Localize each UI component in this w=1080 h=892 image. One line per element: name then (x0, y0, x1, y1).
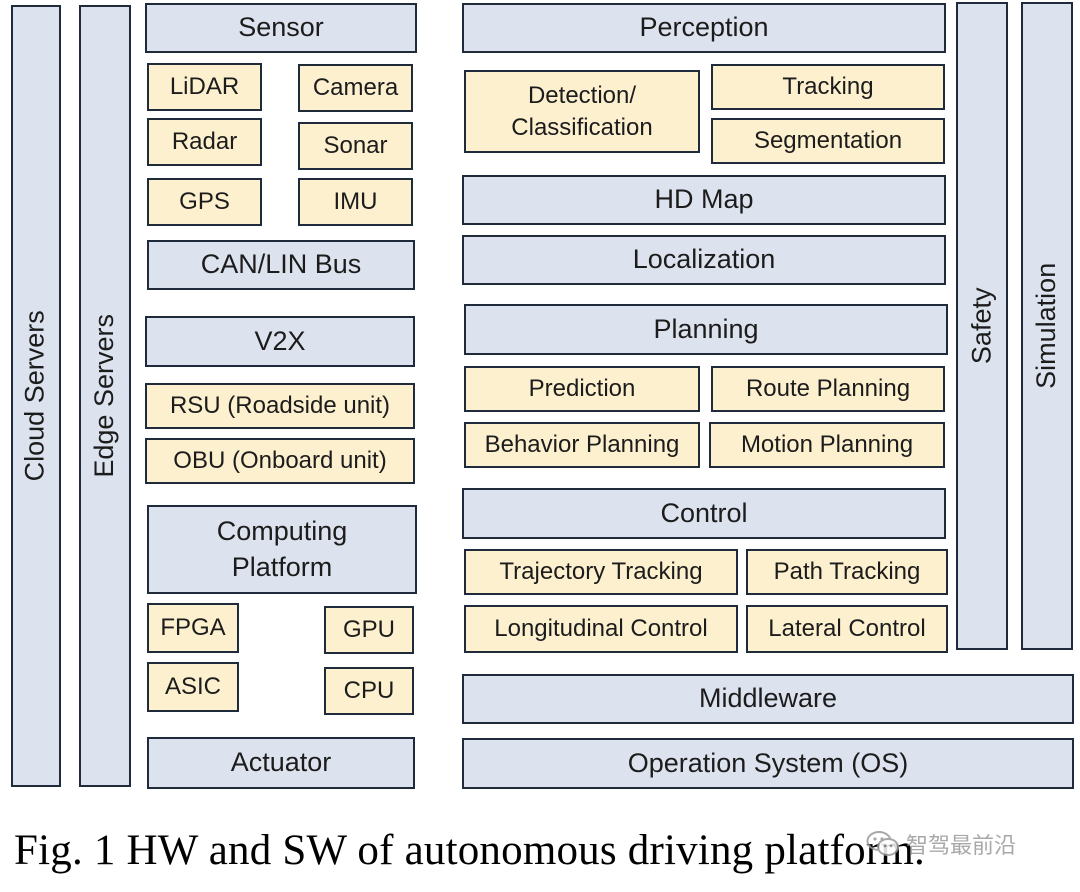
operating-system-layer: Operation System (OS) (462, 738, 1074, 789)
wechat-icon (866, 831, 899, 856)
motion-planning-box: Motion Planning (709, 422, 945, 468)
cpu-box: CPU (324, 667, 414, 715)
tracking-box: Tracking (711, 64, 945, 110)
obu-box: OBU (Onboard unit) (145, 438, 415, 484)
actuator-box: Actuator (147, 737, 415, 789)
lateral-control-box: Lateral Control (746, 605, 948, 653)
hd-map-layer: HD Map (462, 175, 946, 225)
watermark: 智驾最前沿 (866, 828, 1016, 860)
safety-label: Safety (966, 287, 997, 365)
computing-platform-layer: Computing Platform (147, 505, 417, 594)
computing-platform-title-line2: Platform (231, 551, 333, 582)
watermark-text: 智驾最前沿 (906, 833, 1017, 858)
gps-box: GPS (147, 178, 262, 226)
prediction-box: Prediction (464, 366, 700, 412)
gpu-box: GPU (324, 606, 414, 654)
radar-box: Radar (147, 118, 262, 166)
cloud-servers-label: Cloud Servers (20, 310, 51, 482)
computing-platform-title-line1: Computing (216, 515, 348, 546)
edge-servers-label: Edge Servers (89, 314, 120, 478)
sensor-layer: Sensor (145, 3, 417, 53)
middleware-layer: Middleware (462, 674, 1074, 724)
camera-box: Camera (298, 64, 413, 112)
localization-layer: Localization (462, 235, 946, 285)
behavior-planning-box: Behavior Planning (464, 422, 700, 468)
detection-classification-box: Detection/ Classification (464, 70, 700, 153)
route-planning-box: Route Planning (711, 366, 945, 412)
segmentation-box: Segmentation (711, 118, 945, 164)
trajectory-tracking-box: Trajectory Tracking (464, 549, 738, 595)
longitudinal-control-box: Longitudinal Control (464, 605, 738, 653)
sonar-box: Sonar (298, 122, 413, 170)
asic-box: ASIC (147, 662, 239, 712)
v2x-layer: V2X (145, 316, 415, 367)
can-lin-bus-box: CAN/LIN Bus (147, 240, 415, 290)
planning-layer: Planning (464, 304, 948, 355)
fpga-box: FPGA (147, 603, 239, 653)
figure-caption: Fig. 1 HW and SW of autonomous driving p… (14, 827, 925, 874)
edge-servers-bar: Edge Servers (79, 5, 131, 787)
perception-layer: Perception (462, 3, 946, 53)
detection-label-line2: Classification (511, 113, 653, 141)
detection-label-line1: Detection/ (527, 81, 637, 109)
path-tracking-box: Path Tracking (746, 549, 948, 595)
simulation-label: Simulation (1031, 262, 1062, 390)
lidar-box: LiDAR (147, 63, 262, 111)
rsu-box: RSU (Roadside unit) (145, 383, 415, 429)
imu-box: IMU (298, 178, 413, 226)
cloud-servers-bar: Cloud Servers (11, 5, 61, 787)
simulation-bar: Simulation (1021, 2, 1073, 650)
safety-bar: Safety (956, 2, 1008, 650)
control-layer: Control (462, 488, 946, 539)
